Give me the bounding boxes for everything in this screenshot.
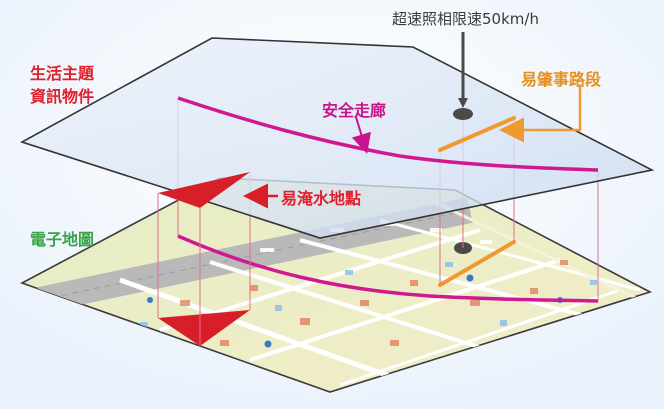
accident-road-label: 易肇事路段 bbox=[521, 70, 602, 89]
theme-flood-triangle bbox=[158, 172, 250, 208]
theme-layer-label: 生活主題 資訊物件 bbox=[30, 64, 95, 106]
theme-corridor-line bbox=[177, 96, 599, 172]
theme-layer-plane bbox=[19, 37, 655, 239]
map-flood-triangle bbox=[158, 310, 250, 346]
speed-camera-arrowhead bbox=[458, 98, 468, 108]
safe-corridor-label: 安全走廊 bbox=[322, 101, 387, 120]
accident-arrow bbox=[499, 86, 582, 143]
theme-camera-marker bbox=[453, 108, 473, 120]
map-accident-segment bbox=[438, 240, 516, 287]
corridor-arrow bbox=[351, 116, 371, 154]
map-corridor-line bbox=[177, 234, 599, 303]
flood-point-label: 易淹水地點 bbox=[281, 189, 362, 208]
speed-camera-label: 超速照相限速50km/h bbox=[392, 10, 539, 28]
e-map-label: 電子地圖 bbox=[30, 230, 95, 249]
